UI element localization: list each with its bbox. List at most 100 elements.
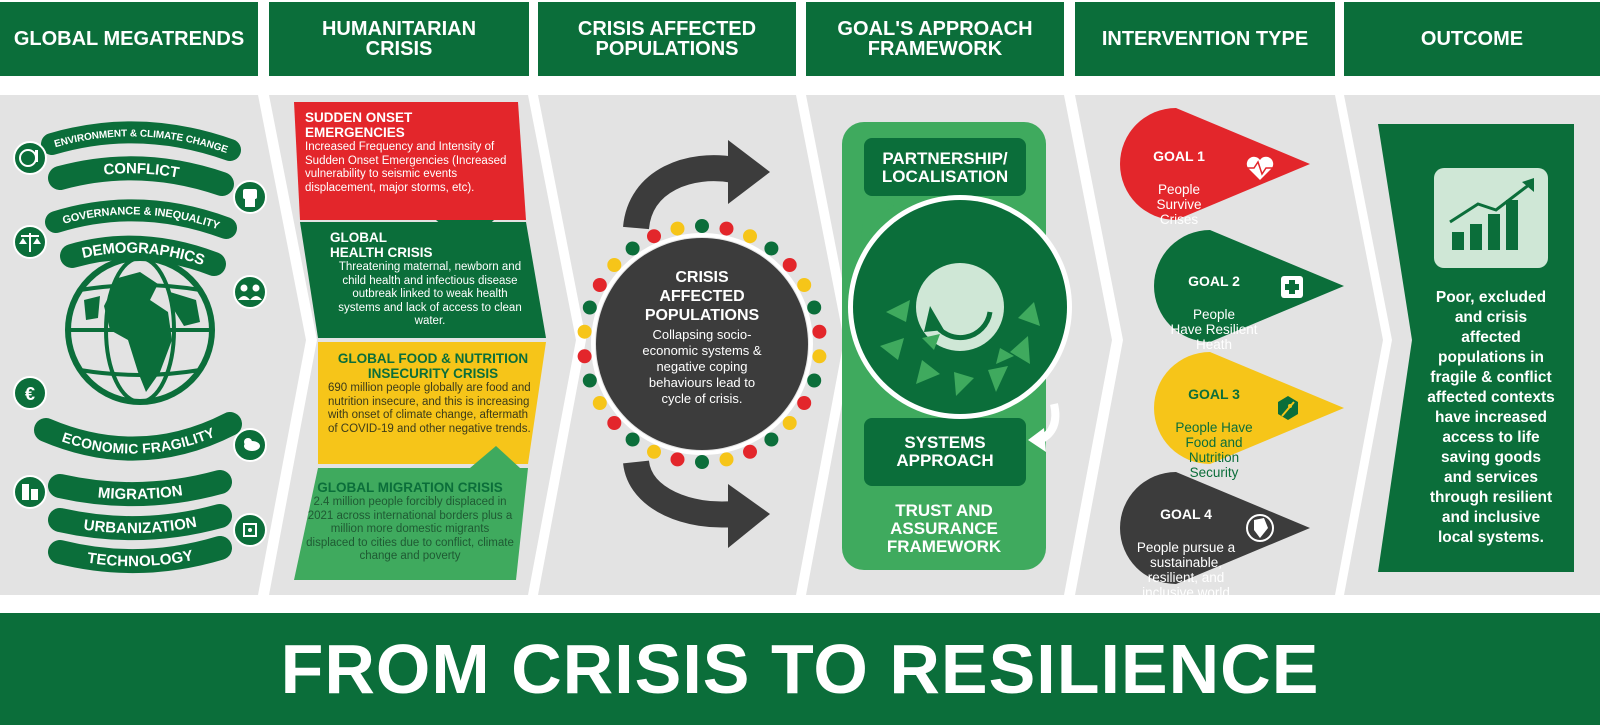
framework-middle-box — [864, 418, 1026, 486]
crisis-text-food: GLOBAL FOOD & NUTRITION INSECURITY CRISI… — [328, 351, 538, 436]
footer-title: FROM CRISIS TO RESILIENCE — [0, 613, 1600, 725]
population-dot — [607, 258, 622, 272]
populations-text: CRISIS AFFECTED POPULATIONS Collapsing s… — [636, 268, 768, 407]
goal-title: GOAL 2 — [1188, 273, 1240, 289]
ray — [1010, 336, 1030, 364]
crisis-body: 2.4 million people forcibly displaced in… — [306, 496, 514, 562]
population-dot — [607, 416, 622, 430]
population-dot — [695, 219, 709, 233]
wheat-icon — [1278, 396, 1298, 420]
framework-partnership: PARTNERSHIP/ LOCALISATION — [881, 149, 1009, 186]
megatrend-label: CONFLICT — [103, 160, 181, 181]
crisis-body: 690 million people globally are food and… — [328, 382, 531, 435]
population-dot — [577, 349, 592, 364]
header-outcome: OUTCOME — [1344, 2, 1600, 76]
population-dot — [807, 300, 822, 315]
crisis-block-food — [318, 342, 546, 464]
svg-text:€: € — [25, 384, 35, 404]
people-icon — [233, 275, 267, 309]
populations-ring — [591, 233, 813, 455]
population-dot-ring — [577, 219, 827, 469]
fist-icon — [233, 180, 267, 214]
population-dot — [592, 278, 607, 292]
population-dot — [625, 432, 640, 447]
population-dot — [592, 396, 607, 410]
globe-icon — [65, 255, 215, 405]
goal-body: People Survive Crises — [1156, 182, 1202, 227]
arc-band — [45, 199, 237, 239]
arrowhead — [876, 196, 894, 218]
growth-chart-icon — [1434, 168, 1548, 268]
goal-title: GOAL 4 — [1160, 506, 1212, 522]
population-dot — [764, 241, 779, 256]
ray — [916, 360, 940, 384]
population-dot — [812, 349, 827, 364]
megatrend-label: URBANIZATION — [83, 514, 198, 537]
crisis-title: GLOBAL FOOD & NUTRITION INSECURITY CRISI… — [337, 351, 529, 381]
population-dot — [719, 452, 734, 467]
buildings-icon — [13, 475, 47, 509]
medical-cross-icon — [1281, 276, 1303, 298]
population-dot — [577, 324, 592, 339]
cycle-arrow-top — [623, 155, 737, 230]
ray — [880, 338, 904, 360]
header-crisis-affected-populations: CRISIS AFFECTED POPULATIONS — [538, 2, 796, 76]
framework-trust: TRUST AND ASSURANCE FRAMEWORK — [886, 501, 1002, 556]
crisis-block-migration — [294, 468, 528, 580]
goal-title: GOAL 1 — [1153, 148, 1205, 164]
population-dot — [743, 229, 757, 244]
ray — [954, 372, 974, 396]
population-dot — [764, 432, 779, 447]
connector-notch — [470, 446, 520, 468]
arrowhead — [1028, 428, 1046, 452]
population-dot — [743, 444, 757, 459]
crisis-block-sudden-onset — [294, 102, 526, 220]
arc-band — [48, 504, 232, 541]
goal-2-drop — [1154, 230, 1344, 342]
ray — [922, 334, 940, 350]
goal-body: People Have Resilient Heath — [1170, 307, 1258, 352]
globe-icon — [1246, 514, 1274, 542]
populations-title: CRISIS AFFECTED POPULATIONS — [644, 269, 760, 324]
population-dot — [625, 241, 640, 256]
goal-body: People pursue a sustainable, resilient, … — [1136, 540, 1236, 600]
ray — [996, 348, 1014, 364]
population-dot — [582, 300, 597, 315]
megatrend-label: TECHNOLOGY — [86, 547, 194, 570]
rays — [880, 300, 1040, 396]
arrowhead — [728, 484, 770, 548]
heart-pulse-icon — [1246, 156, 1274, 180]
crisis-text-sudden-onset: SUDDEN ONSET EMERGENCIES Increased Frequ… — [305, 110, 515, 195]
population-dot — [812, 324, 827, 339]
population-dot — [807, 373, 822, 388]
arc-band — [48, 156, 234, 196]
arrowhead — [728, 140, 770, 204]
megatrend-label: MIGRATION — [97, 482, 184, 503]
populations-body: Collapsing socio-economic systems & nega… — [642, 327, 762, 406]
goal-2-text: GOAL 2 People Have Resilient Heath — [1154, 255, 1274, 370]
population-dot — [670, 452, 685, 467]
header-approach-framework: GOAL'S APPROACH FRAMEWORK — [806, 2, 1064, 76]
population-dot — [582, 373, 597, 388]
goal-1-drop — [1120, 108, 1310, 220]
header-intervention-type: INTERVENTION TYPE — [1075, 2, 1335, 76]
goal-body: People Have Food and Nutrition Security — [1175, 420, 1253, 480]
arc-band — [60, 235, 226, 276]
goal-1-text: GOAL 1 People Survive Crises — [1126, 130, 1232, 245]
ray — [988, 366, 1008, 392]
population-dot — [695, 455, 709, 469]
arrowhead — [924, 306, 944, 332]
population-dot — [719, 221, 734, 236]
panel-interventions — [1075, 95, 1383, 595]
outcome-text: Poor, excluded and crisis affected popul… — [1427, 289, 1555, 546]
crisis-body: Increased Frequency and Intensity of Sud… — [305, 141, 507, 194]
megatrend-arcs — [34, 121, 242, 574]
population-dot — [797, 396, 812, 410]
crisis-title: GLOBAL MIGRATION CRISIS — [317, 480, 503, 495]
population-dot — [797, 278, 812, 292]
population-dot — [782, 258, 797, 272]
arc-band — [34, 412, 242, 461]
header-humanitarian-crisis: HUMANITARIAN CRISIS — [269, 2, 529, 76]
arc-band — [48, 470, 232, 507]
